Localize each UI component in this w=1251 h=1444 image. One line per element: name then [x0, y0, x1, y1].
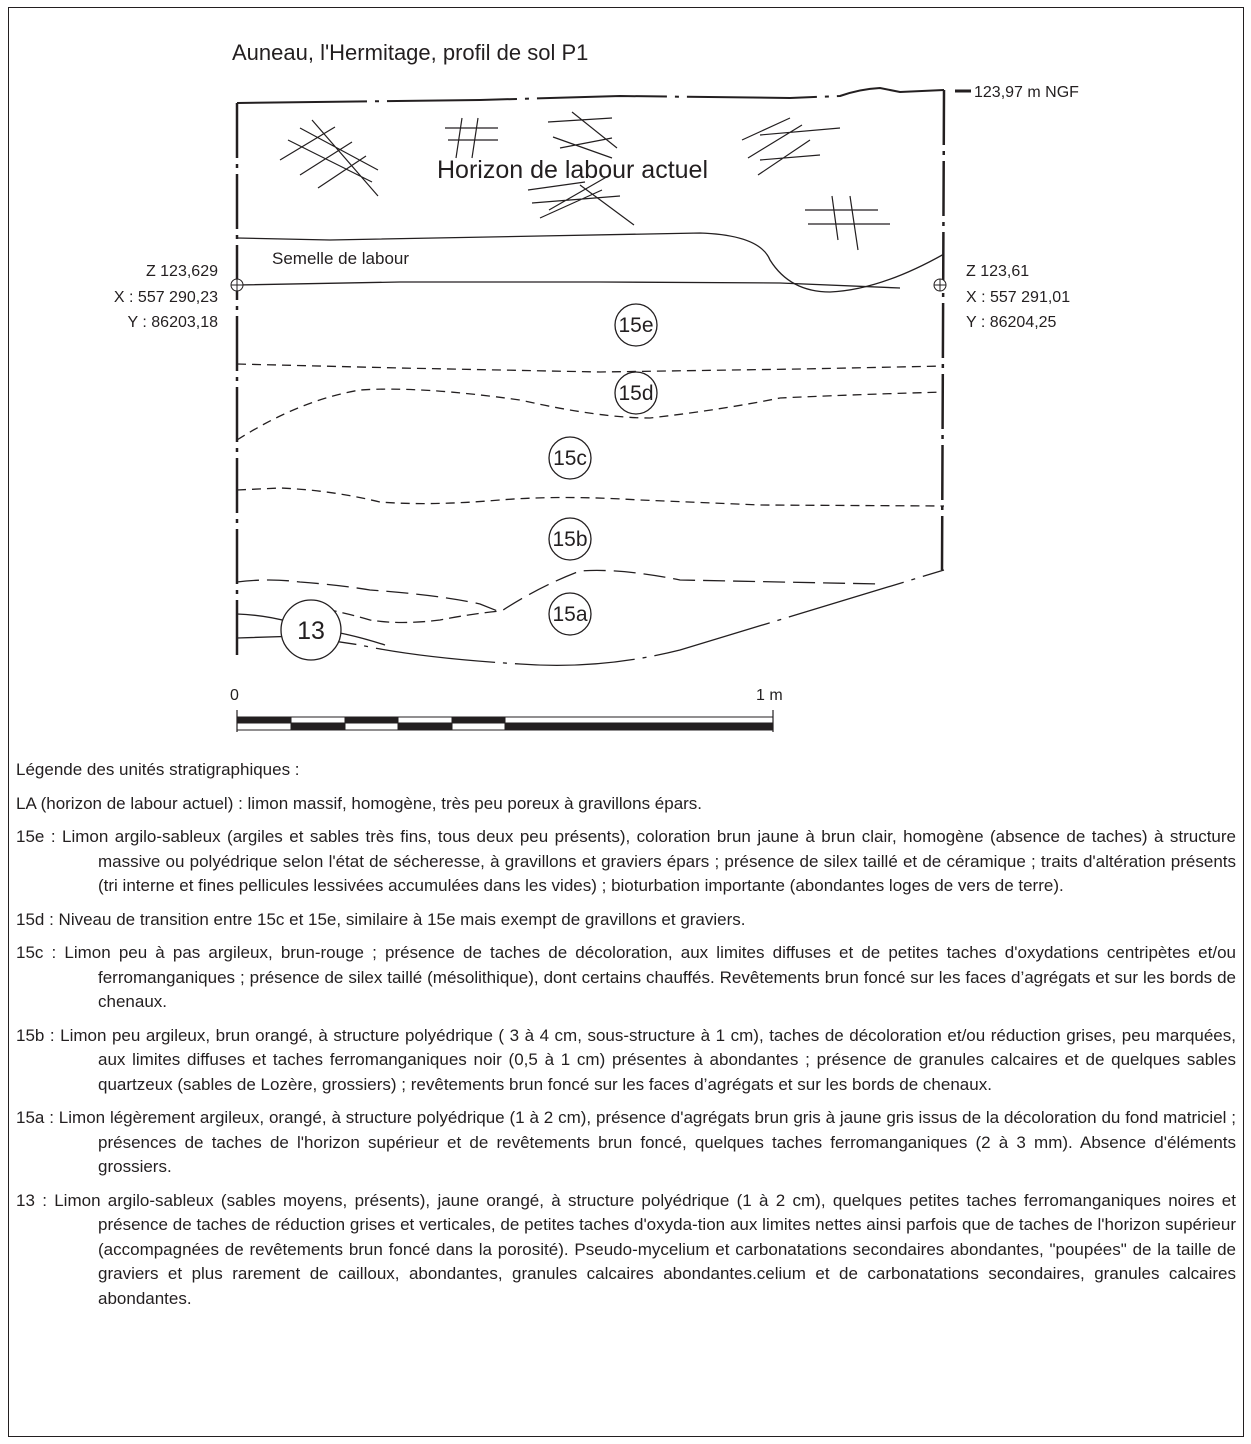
legend-text-15a: Limon légèrement argileux, orangé, à str… [58, 1108, 1236, 1176]
plough-hatch-marks [279, 111, 890, 251]
legend-text-15c: Limon peu à pas argileux, brun-rouge ; p… [64, 943, 1236, 1011]
left-y-label: Y : 86203,18 [128, 314, 219, 331]
scale-end-label: 1 m [756, 687, 783, 704]
boundary-15e-15d [236, 363, 945, 373]
unit-13-label: 13 [297, 617, 325, 645]
legend-code-15c: 15c : [16, 943, 65, 962]
scale-bar [236, 710, 774, 732]
legend-text-13: Limon argilo-sableux (sables moyens, pré… [54, 1190, 1236, 1308]
legend-entry-13: 13 : Limon argilo-sableux (sables moyens… [16, 1189, 1236, 1312]
unit-15b-marker: 15b [548, 517, 592, 561]
boundary-15b-15a [236, 569, 881, 613]
right-point-coordinates: Z 123,61 X : 557 291,01 Y : 86204,25 [966, 263, 1070, 331]
legend-code-13: 13 : [16, 1190, 55, 1210]
legend-code-15d: 15d : [16, 909, 59, 929]
figure-frame [8, 7, 1244, 1437]
boundary-15d-15c [236, 388, 945, 441]
legend-entry-15c: 15c : Limon peu à pas argileux, brun-rou… [16, 941, 1236, 1015]
inner-curve [306, 605, 501, 624]
left-reference-point [230, 278, 244, 292]
semelle-top-line [236, 232, 945, 293]
unit-13-marker: 13 [280, 599, 342, 661]
unit-15a-label: 15a [552, 603, 587, 626]
unit-15a-marker: 15a [548, 592, 592, 636]
semelle-label: Semelle de labour [272, 249, 409, 268]
legend-entry-15b: 15b : Limon peu argileux, brun orangé, à… [16, 1024, 1236, 1098]
right-profile-edge [940, 89, 946, 571]
unit-15b-label: 15b [552, 528, 587, 551]
unit-15e-marker: 15e [614, 303, 658, 347]
unit-15c-marker: 15c [548, 436, 592, 480]
right-y-label: Y : 86204,25 [966, 314, 1057, 331]
unit-15d-marker: 15d [614, 371, 658, 415]
unit-boundaries [236, 363, 945, 667]
scale-start-label: 0 [230, 687, 239, 704]
legend-text-15e: Limon argilo-sableux (argiles et sables … [62, 827, 1236, 895]
top-elevation-label: 123,97 m NGF [974, 84, 1079, 101]
legend-code-15e: 15e : [16, 827, 62, 846]
soil-profile-diagram: Auneau, l'Hermitage, profil de sol P1 12… [114, 40, 1079, 732]
legend-code-15a: 15a : [16, 1108, 59, 1127]
left-x-label: X : 557 290,23 [114, 289, 218, 306]
legend-entry-15d: 15d : Niveau de transition entre 15c et … [16, 908, 1236, 933]
legend-entry-15a: 15a : Limon légèrement argileux, orangé,… [16, 1106, 1236, 1180]
profile-title: Auneau, l'Hermitage, profil de sol P1 [232, 40, 588, 65]
unit-15d-label: 15d [618, 382, 653, 405]
legend-la: LA (horizon de labour actuel) : limon ma… [16, 793, 703, 813]
boundary-15c-15b [236, 487, 945, 507]
right-x-label: X : 557 291,01 [966, 289, 1070, 306]
unit-15e-label: 15e [618, 314, 653, 337]
right-reference-point [933, 278, 947, 292]
legend-text-15d: Niveau de transition entre 15c et 15e, s… [58, 909, 746, 929]
semelle-bottom-line [236, 281, 901, 289]
horizon-label: Horizon de labour actuel [437, 156, 708, 184]
unit-15c-label: 15c [553, 447, 587, 470]
ground-surface-line [236, 86, 945, 104]
base-boundary [236, 569, 945, 667]
legend-text-15b: Limon peu argileux, brun orangé, à struc… [60, 1025, 1236, 1094]
legend-code-15b: 15b : [16, 1025, 61, 1045]
legend-entry-15e: 15e : Limon argilo-sableux (argiles et s… [16, 825, 1236, 899]
legend-title: Légende des unités stratigraphiques : [16, 760, 300, 779]
left-point-coordinates: Z 123,629 X : 557 290,23 Y : 86203,18 [114, 263, 218, 331]
left-z-label: Z 123,629 [146, 263, 218, 280]
unit-13-lower-line [339, 632, 386, 646]
stratigraphic-legend: Légende des unités stratigraphiques : LA… [16, 758, 1236, 1320]
right-z-label: Z 123,61 [966, 263, 1029, 280]
